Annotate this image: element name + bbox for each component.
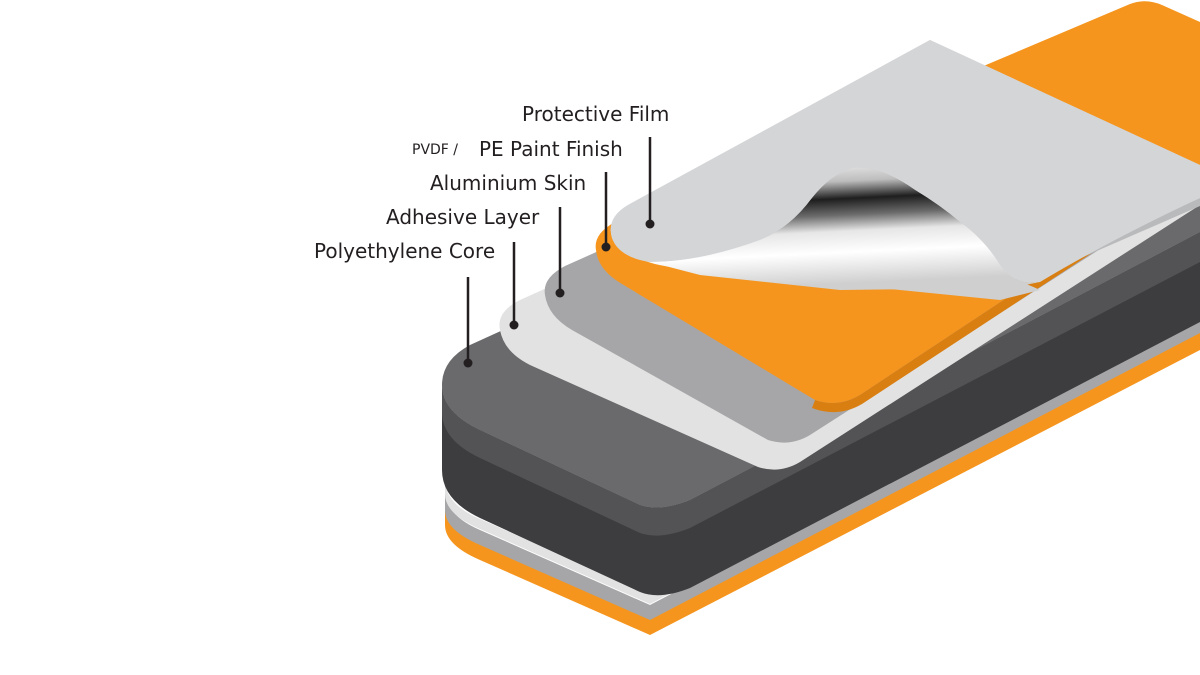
label-aluminium-skin: Aluminium Skin bbox=[430, 171, 587, 195]
peeled-film-chrome bbox=[650, 167, 1040, 290]
label-polyethylene-core: Polyethylene Core bbox=[314, 239, 496, 263]
label-paint-finish: PE Paint Finish bbox=[479, 137, 623, 161]
dot-paint-finish bbox=[601, 242, 611, 252]
label-protective-film: Protective Film bbox=[522, 102, 670, 126]
label-adhesive-layer: Adhesive Layer bbox=[386, 205, 540, 229]
dot-protective-film bbox=[645, 219, 655, 229]
dot-core bbox=[463, 358, 473, 368]
peeled-film-curl bbox=[610, 40, 1200, 283]
leader-lines bbox=[466, 137, 652, 360]
protective-film bbox=[610, 40, 1200, 300]
leader-dots bbox=[463, 219, 655, 368]
dot-aluminium-skin bbox=[555, 288, 565, 298]
dot-adhesive-layer bbox=[509, 320, 519, 330]
label-paint-prefix: PVDF / bbox=[412, 142, 459, 158]
